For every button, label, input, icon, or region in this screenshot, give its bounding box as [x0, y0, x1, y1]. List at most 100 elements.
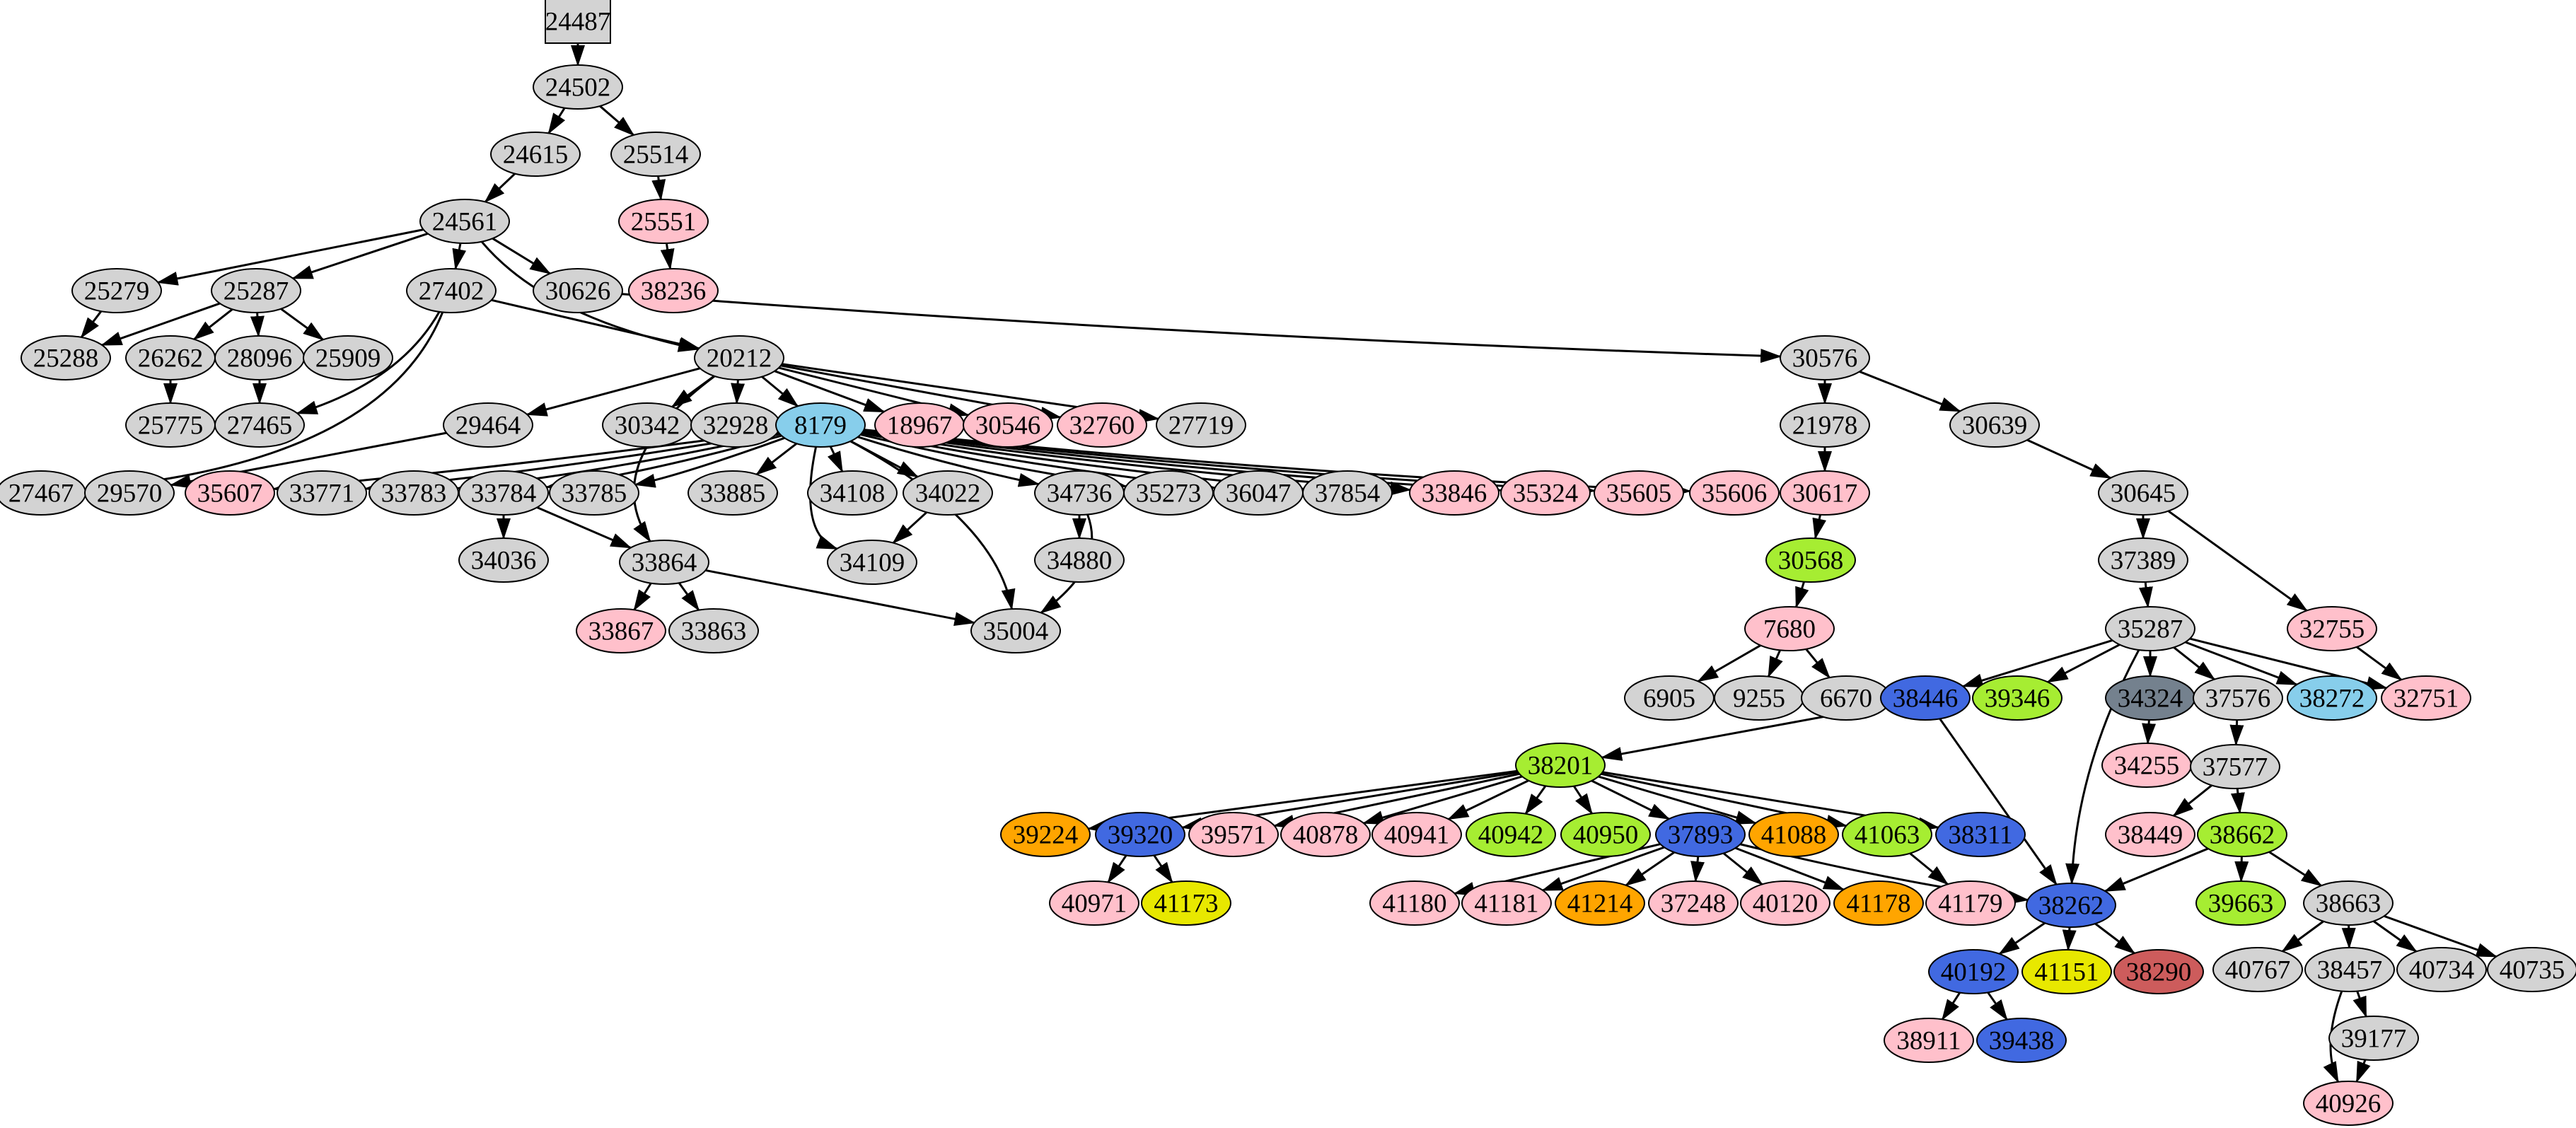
node-24487[interactable]: 24487 — [545, 0, 611, 44]
node-30645[interactable]: 30645 — [2098, 470, 2188, 516]
node-26262[interactable]: 26262 — [125, 335, 216, 380]
node-25288[interactable]: 25288 — [21, 335, 111, 380]
node-27402[interactable]: 27402 — [406, 268, 497, 313]
node-38457[interactable]: 38457 — [2304, 947, 2395, 992]
node-30639[interactable]: 30639 — [1949, 402, 2040, 448]
node-38446[interactable]: 38446 — [1880, 675, 1971, 721]
node-40767[interactable]: 40767 — [2212, 947, 2303, 992]
node-40971[interactable]: 40971 — [1049, 880, 1139, 926]
node-37248[interactable]: 37248 — [1648, 880, 1739, 926]
node-40120[interactable]: 40120 — [1740, 880, 1831, 926]
node-40950[interactable]: 40950 — [1560, 812, 1651, 857]
node-35324[interactable]: 35324 — [1500, 470, 1591, 516]
node-35607[interactable]: 35607 — [185, 470, 275, 516]
node-18967[interactable]: 18967 — [874, 402, 965, 448]
node-33771[interactable]: 33771 — [277, 470, 367, 516]
node-28096[interactable]: 28096 — [214, 335, 305, 380]
node-37389[interactable]: 37389 — [2098, 537, 2188, 583]
node-20212[interactable]: 20212 — [694, 335, 784, 380]
node-33863[interactable]: 33863 — [668, 608, 759, 653]
node-41214[interactable]: 41214 — [1555, 880, 1645, 926]
node-40878[interactable]: 40878 — [1280, 812, 1371, 857]
node-32751[interactable]: 32751 — [2381, 675, 2471, 721]
node-38262[interactable]: 38262 — [2026, 883, 2116, 928]
node-40734[interactable]: 40734 — [2396, 947, 2487, 992]
node-39177[interactable]: 39177 — [2328, 1016, 2419, 1061]
node-40926[interactable]: 40926 — [2303, 1081, 2394, 1126]
node-30626[interactable]: 30626 — [533, 268, 623, 313]
node-37893[interactable]: 37893 — [1655, 812, 1746, 857]
node-33846[interactable]: 33846 — [1409, 470, 1499, 516]
node-38911[interactable]: 38911 — [1884, 1018, 1974, 1063]
node-40192[interactable]: 40192 — [1928, 949, 2019, 994]
node-39224[interactable]: 39224 — [1000, 812, 1091, 857]
node-38311[interactable]: 38311 — [1935, 812, 2026, 857]
node-25287[interactable]: 25287 — [211, 268, 301, 313]
node-33885[interactable]: 33885 — [687, 470, 778, 516]
node-35273[interactable]: 35273 — [1123, 470, 1214, 516]
node-27467[interactable]: 27467 — [0, 470, 86, 516]
node-41179[interactable]: 41179 — [1925, 880, 2016, 926]
node-34109[interactable]: 34109 — [827, 540, 917, 585]
node-38236[interactable]: 38236 — [628, 268, 719, 313]
node-35287[interactable]: 35287 — [2105, 606, 2195, 651]
node-38663[interactable]: 38663 — [2303, 880, 2394, 926]
node-30576[interactable]: 30576 — [1780, 335, 1870, 380]
node-32928[interactable]: 32928 — [690, 402, 781, 448]
node-35605[interactable]: 35605 — [1594, 470, 1684, 516]
node-41088[interactable]: 41088 — [1748, 812, 1839, 857]
node-24502[interactable]: 24502 — [533, 64, 623, 110]
node-27719[interactable]: 27719 — [1156, 402, 1246, 448]
node-39571[interactable]: 39571 — [1188, 812, 1279, 857]
node-35004[interactable]: 35004 — [970, 608, 1061, 653]
node-25909[interactable]: 25909 — [303, 335, 393, 380]
node-41173[interactable]: 41173 — [1141, 880, 1231, 926]
node-39663[interactable]: 39663 — [2195, 880, 2286, 926]
node-33867[interactable]: 33867 — [576, 608, 666, 653]
node-29464[interactable]: 29464 — [443, 402, 533, 448]
node-39438[interactable]: 39438 — [1976, 1018, 2067, 1063]
node-34255[interactable]: 34255 — [2101, 743, 2192, 788]
node-41151[interactable]: 41151 — [2021, 949, 2112, 994]
node-29570[interactable]: 29570 — [84, 470, 175, 516]
node-24561[interactable]: 24561 — [419, 199, 510, 244]
node-37576[interactable]: 37576 — [2193, 675, 2283, 721]
node-38662[interactable]: 38662 — [2197, 812, 2287, 857]
node-38201[interactable]: 38201 — [1515, 743, 1606, 788]
node-39346[interactable]: 39346 — [1972, 675, 2062, 721]
node-41181[interactable]: 41181 — [1461, 880, 1552, 926]
node-34036[interactable]: 34036 — [458, 537, 549, 583]
node-30568[interactable]: 30568 — [1765, 537, 1856, 583]
node-21978[interactable]: 21978 — [1780, 402, 1870, 448]
node-40941[interactable]: 40941 — [1371, 812, 1462, 857]
node-39320[interactable]: 39320 — [1095, 812, 1185, 857]
node-25514[interactable]: 25514 — [610, 132, 701, 177]
node-38290[interactable]: 38290 — [2113, 949, 2204, 994]
node-30342[interactable]: 30342 — [602, 402, 692, 448]
node-38449[interactable]: 38449 — [2105, 812, 2195, 857]
node-25279[interactable]: 25279 — [71, 268, 162, 313]
node-32760[interactable]: 32760 — [1057, 402, 1147, 448]
node-8179[interactable]: 8179 — [775, 402, 866, 448]
node-27465[interactable]: 27465 — [214, 402, 305, 448]
node-25551[interactable]: 25551 — [618, 199, 709, 244]
node-36047[interactable]: 36047 — [1213, 470, 1304, 516]
node-38272[interactable]: 38272 — [2287, 675, 2377, 721]
node-37577[interactable]: 37577 — [2190, 744, 2280, 789]
node-41178[interactable]: 41178 — [1833, 880, 1924, 926]
node-30546[interactable]: 30546 — [963, 402, 1053, 448]
node-33784[interactable]: 33784 — [458, 470, 549, 516]
node-33864[interactable]: 33864 — [619, 540, 709, 585]
node-34324[interactable]: 34324 — [2105, 675, 2195, 721]
node-6670[interactable]: 6670 — [1801, 675, 1891, 721]
node-34880[interactable]: 34880 — [1034, 537, 1125, 583]
node-25775[interactable]: 25775 — [125, 402, 216, 448]
node-6905[interactable]: 6905 — [1624, 675, 1715, 721]
node-41063[interactable]: 41063 — [1842, 812, 1932, 857]
node-35606[interactable]: 35606 — [1689, 470, 1780, 516]
node-41180[interactable]: 41180 — [1369, 880, 1460, 926]
node-9255[interactable]: 9255 — [1714, 675, 1804, 721]
node-33785[interactable]: 33785 — [549, 470, 639, 516]
node-34108[interactable]: 34108 — [807, 470, 898, 516]
node-7680[interactable]: 7680 — [1744, 606, 1835, 651]
